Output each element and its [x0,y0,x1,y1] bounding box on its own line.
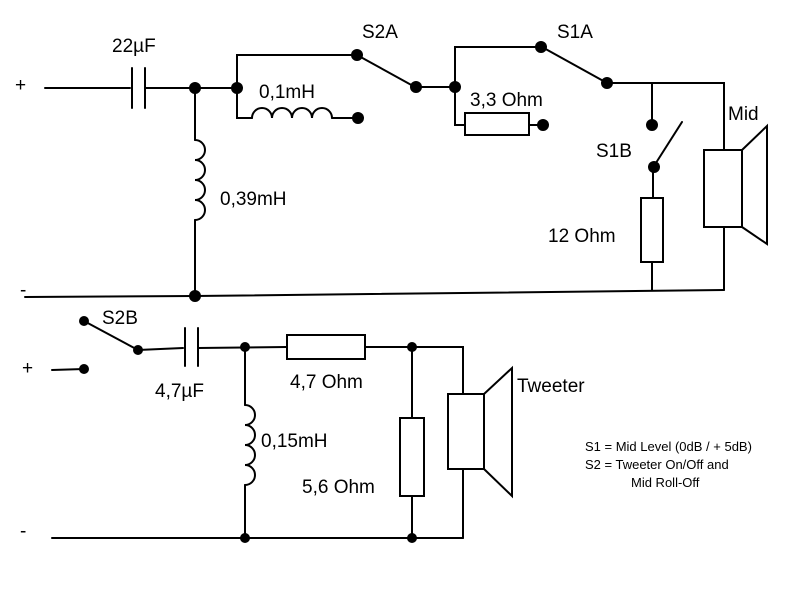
capacitor-47uf-label: 4,7µF [155,381,204,402]
mid-speaker-label: Mid [728,104,759,125]
tweeter-speaker-icon [447,365,513,499]
s1a-contact-dot [535,41,547,53]
resistor-56ohm-label: 5,6 Ohm [302,477,375,498]
s2b-to-cap-wire [137,347,184,351]
resistor-33ohm [464,112,530,136]
s2a-label: S2A [362,22,398,43]
resistor-47ohm [286,334,366,360]
s1b-pivot-dot [648,161,660,173]
resistor-12ohm-label: 12 Ohm [548,226,616,247]
inductor-039mh [194,139,206,221]
resistor-56ohm [399,417,425,497]
mid-minus-label: - [20,280,26,301]
s2b-label: S2B [102,308,138,329]
inductor-039mh-label: 0,39mH [220,189,287,210]
s1a-out-wire [606,82,725,151]
s2a-pivot-dot [410,81,422,93]
tweeter-input-wire [51,368,85,371]
tweeter-speaker-label: Tweeter [517,376,585,397]
capacitor-47uf [184,327,199,367]
tweeter-minus-label: - [20,521,26,542]
mid-ground-line [24,289,725,298]
s2b-pivot-dot [133,345,143,355]
s2b-contact-dot [79,364,89,374]
inductor-015mh [244,404,256,486]
note-line-3: Mid Roll-Off [631,475,700,490]
inductor-01mh [251,107,333,119]
capacitor-22uf-label: 22µF [112,36,156,57]
junction-dot [449,81,461,93]
mid-circuit: + - 22µF 0,1mH 0,39mH S2A S1A S1B 3,3 Oh… [15,22,768,302]
s2a-contact-dot [352,112,364,124]
r33-branch-wire [454,86,466,126]
junction-dot [231,82,243,94]
capacitor-22uf [131,67,146,109]
junction-dot [240,533,250,543]
mid-plus-label: + [15,75,26,96]
s1a-common-branch [454,46,541,88]
s1a-pivot-dot [601,77,613,89]
s2b-contact-dot [79,316,89,326]
s1a-label: S1A [557,22,593,43]
s2a-contact-dot [351,49,363,61]
s1a-contact-dot [537,119,549,131]
tweeter-top-wire-b [364,346,464,395]
s1b-label: S1B [596,141,632,162]
note-line-1: S1 = Mid Level (0dB / + 5dB) [585,439,752,454]
l01-branch-wire [236,87,253,119]
junction-dot [189,290,201,302]
junction-dot [407,342,417,352]
s1b-contact-dot [646,119,658,131]
inductor-01mh-label: 0,1mH [259,82,315,103]
tweeter-plus-label: + [22,358,33,379]
resistor-47ohm-label: 4,7 Ohm [290,372,363,393]
tweeter-circuit: + - S2B 4,7µF 4,7 Ohm 0,15mH 5,6 Ohm Twe… [20,308,585,543]
s2a-blade [356,54,416,88]
s2b-blade [83,320,139,351]
junction-dot [407,533,417,543]
junction-dot [189,82,201,94]
s1a-blade [541,46,608,84]
s2a-common-branch [236,54,356,89]
junction-dot [240,342,250,352]
inductor-015mh-label: 0,15mH [261,431,328,452]
switch-notes: S1 = Mid Level (0dB / + 5dB) S2 = Tweete… [585,439,752,490]
resistor-12ohm [640,197,664,263]
resistor-33ohm-label: 3,3 Ohm [470,90,543,111]
mid-speaker-icon [703,123,768,246]
note-line-2: S2 = Tweeter On/Off and [585,457,729,472]
s1b-blade [653,121,683,167]
